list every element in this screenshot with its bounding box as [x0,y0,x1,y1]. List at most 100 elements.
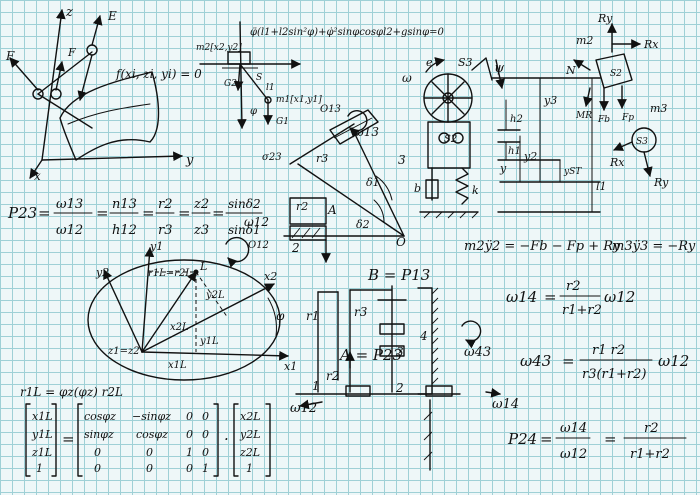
z-axis [41,9,66,161]
f-label-2: F [67,46,76,59]
x2-axis [141,283,275,353]
o12-label: O12 [248,240,269,251]
l-label: L [199,260,207,273]
matrix-cell: cosφz [136,428,168,441]
gear-3-label: 3 [396,345,404,359]
planet-bearing [379,345,405,357]
formula-1-tail: ω12 [604,288,635,306]
x-axis [29,159,43,179]
formula-2-lhs: ω43 [520,352,551,370]
right-vector-2: z2L [239,446,260,459]
gear-2-label: 2 [395,381,404,395]
output-bearing [425,385,453,397]
gear-4-label: 4 [419,329,428,343]
phi-label: φ [276,309,285,323]
gear-2-hub [289,225,327,241]
svg-text:=: = [38,204,51,222]
yst-label: yST [563,167,582,177]
ratio-den-r: r3 [158,223,173,238]
roller-2 [452,132,464,144]
matrix-cell: 0 [202,446,209,459]
ratio-num-sin: sinδ2 [228,197,261,211]
r2-label: r2 [296,200,308,213]
omega-arrow [425,57,445,73]
e-label: e [426,56,433,69]
psi-label: ψ [494,61,505,76]
gear-axis-inclined [351,127,405,237]
svg-text:·: · [224,430,229,448]
mr-label: MR [575,111,592,121]
y2-label: y2 [95,266,109,279]
y-axis [41,151,183,162]
speed-formulas: ω14 = r2 r1+r2 ω12 ω43 = r1 r2 r3(r1+r2)… [506,279,689,462]
constraint-surface [59,71,160,161]
ry2-label: Ry [653,176,669,189]
transmission-ratio-formula: P23 = ω13 ω12 = n13 h12 = r2 r3 = z2 z3 … [7,197,263,238]
x1-axis [141,350,289,361]
delta-2-label: δ2 [356,218,370,231]
x-label: x [34,169,41,183]
cam-follower-diagram: ω e S3 S2 ψ h2 h1 y2 y3 y yST l1 b k [402,56,607,219]
matrix-cell: 0 [202,428,209,441]
pendulum-equation: φ̈(l1+l2sin²φ)+φ̇²sinφcosφl2+gsinφ=0 [250,27,444,38]
right-vector-1: y2L [239,428,261,441]
svg-text:=: = [544,288,557,306]
ratio-lhs: P23 [7,204,37,222]
y-label: y [185,153,194,168]
bevel-gear-diagram: ω13 ω12 σ23 r3 r2 A O δ1 δ2 O12 O13 3 2 [225,104,406,268]
gravity-label-g1: G1 [276,117,289,127]
point-a-label: A = P23 [338,346,402,364]
force-arrow-f [9,57,39,91]
matrix-cell: 0 [186,462,193,475]
ry2-arrow [643,151,653,177]
omega-43-label: ω43 [464,345,491,360]
rx2-arrow [613,141,633,151]
mass-label: m1[x1,y1] [276,95,322,105]
m3-label: m3 [650,102,667,115]
force-arrow [55,61,65,91]
rotation-matrix: r1L = φz(φz) r2L x1L y1L z1L 1 = cosφz −… [20,385,271,477]
y1l-label: y1L [199,336,219,347]
slider-label: m2[x2,y2] [196,43,242,53]
pendulum-diagram: φ̈(l1+l2sin²φ)+φ̇²sinφcosφl2+gsinφ=0 m2[… [196,21,444,129]
point-o-label: O [396,235,406,249]
gear-3-block [329,109,379,145]
matrix-cell: cosφz [84,410,116,423]
formula-3-den2: r1+r2 [630,447,670,462]
position-vector [141,271,197,353]
matrix-cell: −sinφz [132,410,171,423]
omega-14-label: ω14 [492,397,519,412]
m2-label: m2 [576,34,593,47]
ratio-den-sin: sinδ1 [228,223,261,237]
s3-label: S3 [458,56,473,69]
motion-equations: m2ÿ2 = −Fb − Fp + Ry m3ÿ3 = −Ry [464,239,696,254]
ratio-num-r: r2 [158,197,173,212]
mr-arrow [583,87,593,107]
svg-text:=: = [562,352,575,370]
surface-equation: f(xi, zi, yi) = 0 [115,67,202,81]
point-a-label: A [327,203,337,217]
formula-2-den: r3(r1+r2) [582,367,647,382]
x2l-label: x2L [170,322,189,333]
formula-3-num2: r2 [644,421,659,436]
x2-label: x2 [264,270,277,283]
ring-gear [417,287,433,395]
planetary-gear-diagram: B = P13 A = P23 r1 r2 r3 1 2 3 4 ω12 ω14… [290,266,519,471]
svg-text:=: = [96,204,109,222]
e-label: E [107,9,117,23]
planet-bearing [379,323,405,335]
omega-12-arrow [225,237,250,268]
ratio-den-omega: ω12 [56,223,83,238]
z-label: z [65,5,73,20]
gear-2-number: 2 [291,241,300,255]
ratio-num-z: z2 [193,197,209,212]
omega-13-label: ω13 [354,125,379,139]
right-vector-3: 1 [246,462,253,475]
y3-label: y3 [543,94,557,107]
angle-arc-delta-2 [373,199,385,223]
follower-frame [427,121,471,169]
y2l-label: y2L [205,290,225,301]
z-label: z1=z2 [107,346,140,357]
